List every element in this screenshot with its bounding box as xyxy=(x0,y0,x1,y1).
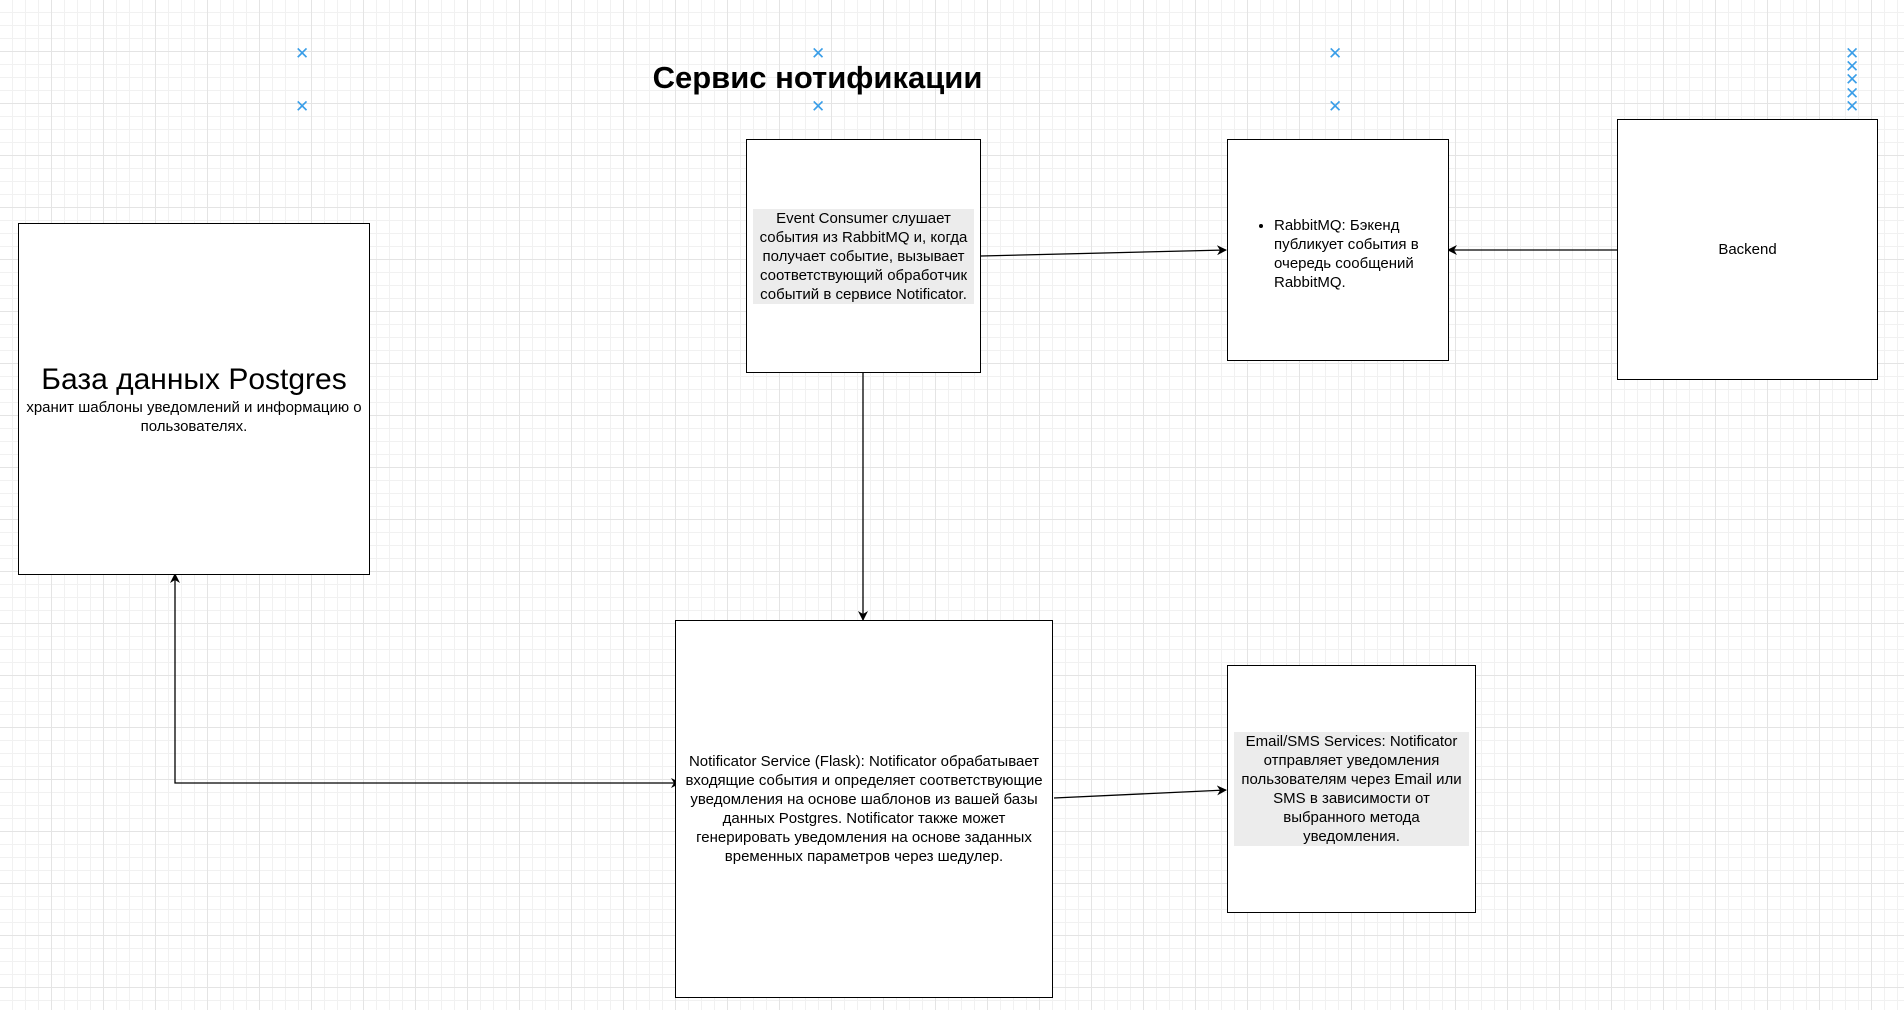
postgres-node-content: База данных Postgres хранит шаблоны увед… xyxy=(23,362,365,436)
x-mark-icon: ✕ xyxy=(1328,44,1343,64)
event-consumer-node[interactable]: Event Consumer слушает события из Rabbit… xyxy=(746,139,981,373)
backend-label: Backend xyxy=(1718,241,1777,258)
x-mark-icon: ✕ xyxy=(295,44,310,64)
rabbitmq-bullet-list: RabbitMQ: Бэкенд публикует события в оче… xyxy=(1256,216,1440,292)
edge-event-consumer-to-rabbitmq[interactable] xyxy=(980,245,1227,257)
backend-node[interactable]: Backend xyxy=(1617,119,1878,380)
x-mark-icon: ✕ xyxy=(1845,44,1860,64)
x-mark-icon: ✕ xyxy=(1845,97,1860,117)
postgres-title: База данных Postgres xyxy=(41,363,347,396)
notificator-service-text: Notificator Service (Flask): Notificator… xyxy=(685,753,1043,865)
notificator-service-node[interactable]: Notificator Service (Flask): Notificator… xyxy=(675,620,1053,998)
edge-notificator-to-email-sms[interactable] xyxy=(1053,785,1227,799)
email-sms-text: Email/SMS Services: Notificator отправля… xyxy=(1234,732,1469,846)
x-mark-icon: ✕ xyxy=(811,44,826,64)
x-mark-icon: ✕ xyxy=(1845,70,1860,90)
rabbitmq-bullet: RabbitMQ: Бэкенд публикует события в оче… xyxy=(1274,216,1440,292)
x-mark-icon: ✕ xyxy=(811,97,826,117)
event-consumer-text: Event Consumer слушает события из Rabbit… xyxy=(753,208,974,304)
x-mark-icon: ✕ xyxy=(1845,84,1860,104)
email-sms-node[interactable]: Email/SMS Services: Notificator отправля… xyxy=(1227,665,1476,913)
x-mark-icon: ✕ xyxy=(1328,97,1343,117)
x-mark-icon: ✕ xyxy=(1845,57,1860,77)
postgres-description: хранит шаблоны уведомлений и информацию … xyxy=(26,399,362,435)
diagram-title[interactable]: Сервис нотификации xyxy=(652,60,983,95)
edge-notificator-postgres[interactable] xyxy=(170,573,681,788)
x-mark-icon: ✕ xyxy=(295,97,310,117)
rabbitmq-node[interactable]: RabbitMQ: Бэкенд публикует события в оче… xyxy=(1227,139,1449,361)
postgres-node[interactable]: База данных Postgres хранит шаблоны увед… xyxy=(18,223,370,575)
